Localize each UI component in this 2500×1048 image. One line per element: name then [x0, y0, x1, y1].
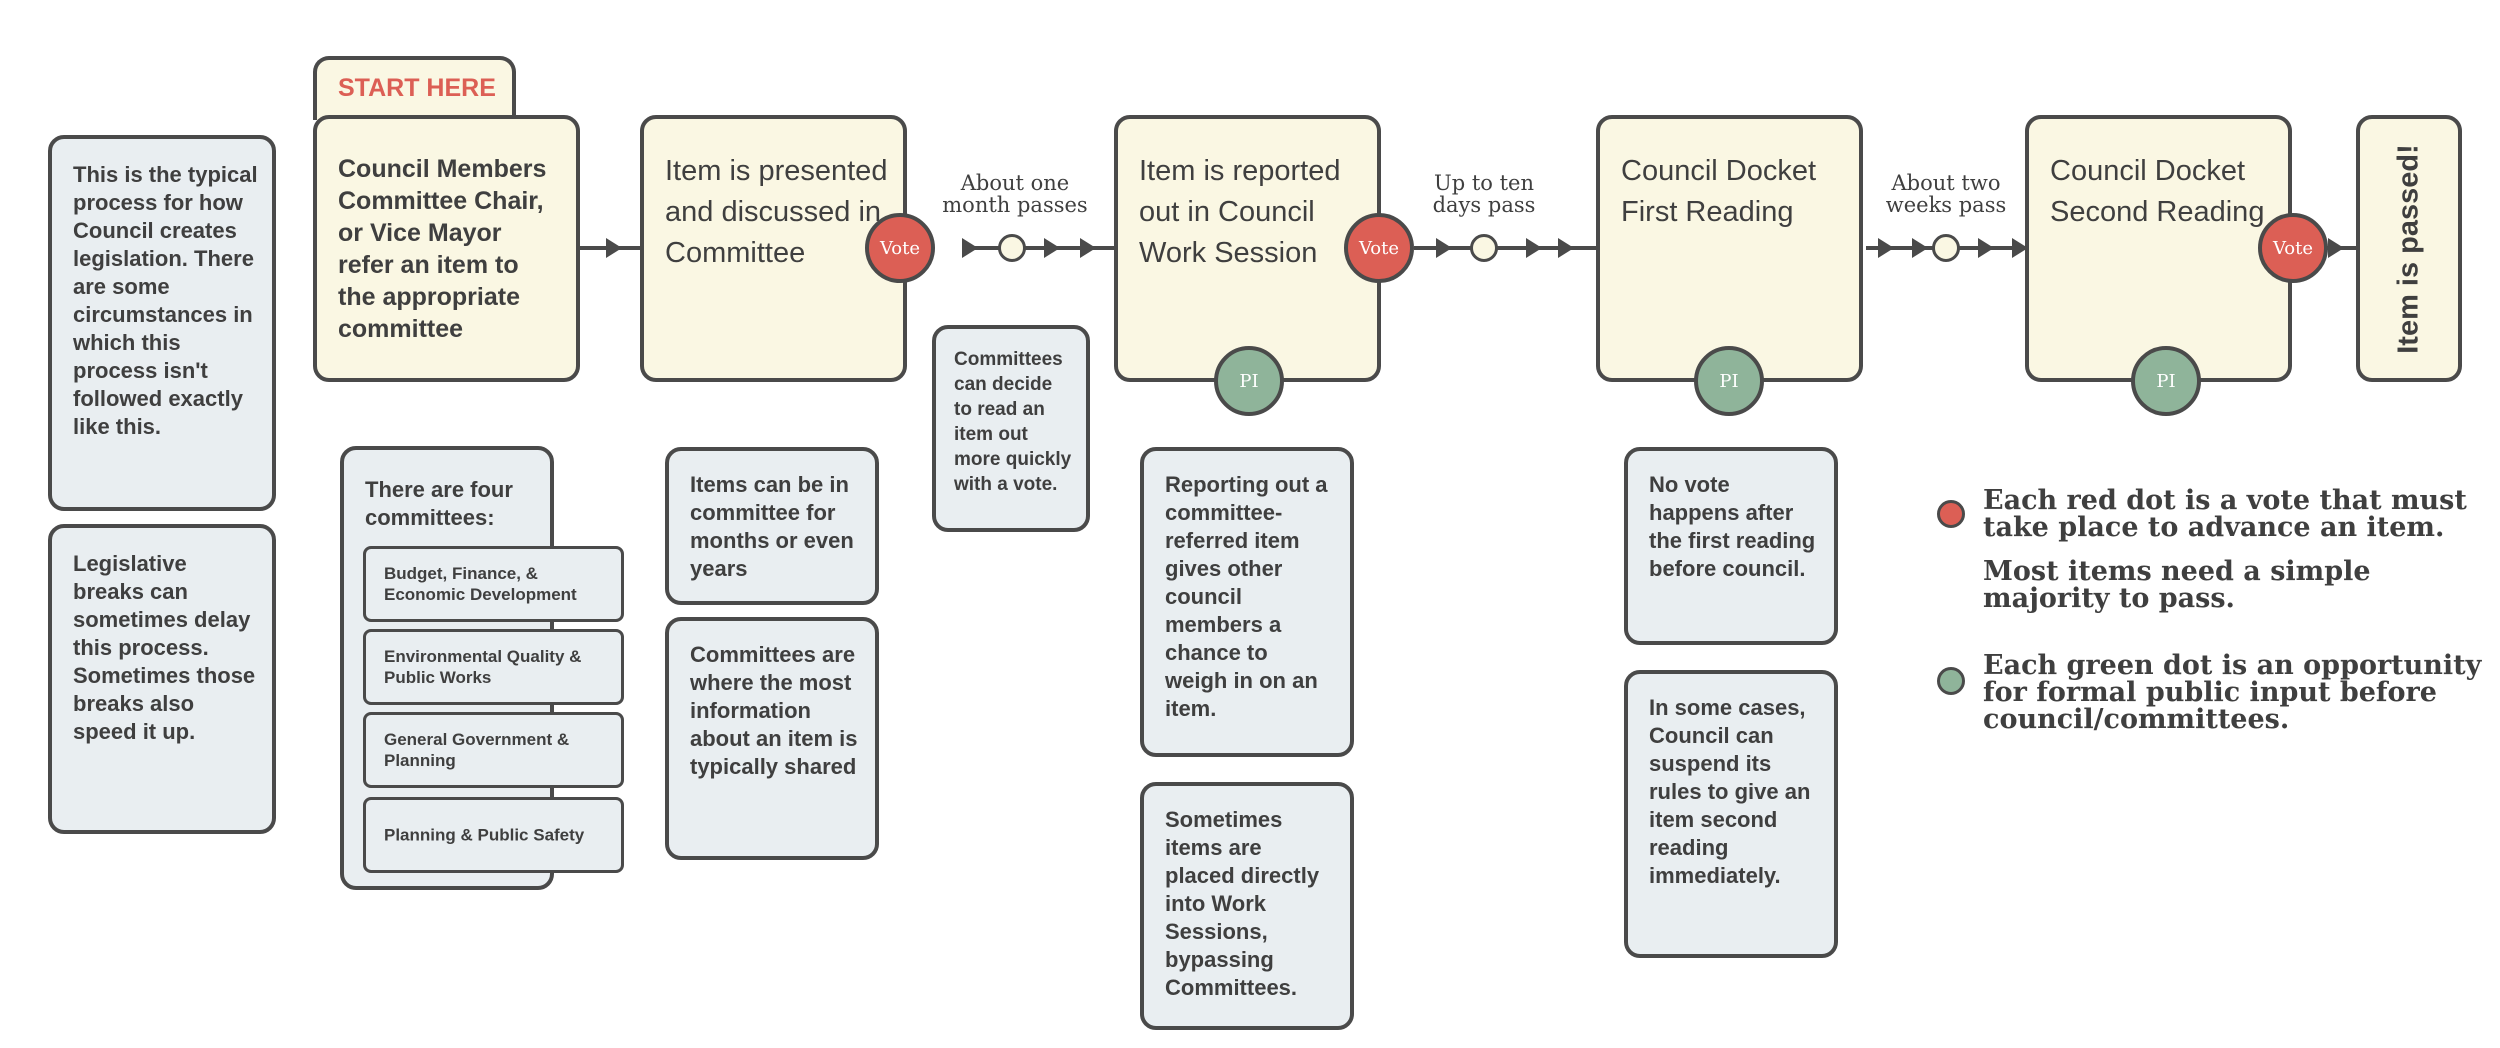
vote-label: Vote	[2272, 237, 2314, 259]
time-label-two-weeks: About two weeks pass	[1885, 171, 2007, 217]
vote-dot-committee: Vote	[865, 213, 935, 283]
note-directly-work-sessions-text: Sometimes items are placed directly into…	[1165, 807, 1320, 1000]
note-suspend-rules-text: In some cases, Council can suspend its r…	[1649, 695, 1811, 888]
note-months-or-years: Items can be in committee for months or …	[665, 447, 879, 605]
stage-committee-text: Item is presented and discussed in Commi…	[665, 155, 888, 269]
committee-item: Environmental Quality & Public Works	[363, 629, 624, 705]
note-most-information-text: Committees are where the most informatio…	[690, 642, 858, 779]
note-legislative-breaks-text: Legislative breaks can sometimes delay t…	[73, 551, 256, 744]
stage-second-reading: Council Docket Second Reading	[2025, 115, 2292, 382]
time-label-ten-days: Up to ten days pass	[1432, 171, 1536, 217]
start-here-label: START HERE	[338, 74, 496, 102]
committee-item: Budget, Finance, & Economic Development	[363, 546, 624, 622]
committee-name: Planning & Public Safety	[384, 825, 585, 845]
note-read-quickly: Committees can decide to read an item ou…	[932, 325, 1090, 532]
pi-label: PI	[1239, 370, 1259, 392]
stage-work-session: Item is reported out in Council Work Ses…	[1114, 115, 1381, 382]
pi-dot-first-reading: PI	[1694, 346, 1764, 416]
pi-dot-work-session: PI	[1214, 346, 1284, 416]
note-directly-work-sessions: Sometimes items are placed directly into…	[1140, 782, 1354, 1030]
note-months-or-years-text: Items can be in committee for months or …	[690, 472, 854, 581]
committee-item: Planning & Public Safety	[363, 797, 624, 873]
clock-icon	[1932, 234, 1960, 262]
pi-label: PI	[1719, 370, 1739, 392]
stage-committee: Item is presented and discussed in Commi…	[640, 115, 907, 382]
clock-icon	[998, 234, 1026, 262]
committee-item: General Government & Planning	[363, 712, 624, 788]
note-reporting-out: Reporting out a committee-referred item …	[1140, 447, 1354, 757]
note-typical-process: This is the typical process for how Coun…	[48, 135, 276, 511]
vote-label: Vote	[879, 237, 921, 259]
stage-referral-text: Council Members Committee Chair, or Vice…	[338, 155, 547, 343]
vote-dot-work-session: Vote	[1344, 213, 1414, 283]
note-no-vote-first-text: No vote happens after the first reading …	[1649, 472, 1816, 581]
legend-red-dot	[1937, 500, 1965, 528]
stage-second-reading-text: Council Docket Second Reading	[2050, 155, 2265, 228]
pi-label: PI	[2156, 370, 2176, 392]
item-passed-text: Item is passed!	[2392, 143, 2425, 354]
start-here-tab: START HERE	[313, 56, 516, 120]
legend-green-text: Each green dot is an opportunity for for…	[1983, 650, 2482, 735]
legend-red-text: Each red dot is a vote that must take pl…	[1983, 485, 2467, 543]
stage-item-passed: Item is passed!	[2356, 115, 2462, 382]
stage-work-session-text: Item is reported out in Council Work Ses…	[1139, 155, 1341, 269]
note-legislative-breaks: Legislative breaks can sometimes delay t…	[48, 524, 276, 834]
stage-first-reading-text: Council Docket First Reading	[1621, 155, 1817, 228]
clock-icon	[1470, 234, 1498, 262]
note-read-quickly-text: Committees can decide to read an item ou…	[954, 349, 1072, 495]
committee-name: General Government & Planning	[384, 730, 570, 770]
pi-dot-second-reading: PI	[2131, 346, 2201, 416]
note-four-committees-text: There are four committees:	[365, 477, 513, 530]
note-suspend-rules: In some cases, Council can suspend its r…	[1624, 670, 1838, 958]
note-no-vote-first: No vote happens after the first reading …	[1624, 447, 1838, 645]
note-reporting-out-text: Reporting out a committee-referred item …	[1165, 472, 1328, 721]
vote-dot-second-reading: Vote	[2258, 213, 2328, 283]
stage-first-reading: Council Docket First Reading	[1596, 115, 1863, 382]
note-most-information: Committees are where the most informatio…	[665, 617, 879, 860]
stage-referral: Council Members Committee Chair, or Vice…	[313, 115, 580, 382]
legend-green-dot	[1937, 667, 1965, 695]
committee-name: Environmental Quality & Public Works	[384, 647, 582, 687]
vote-label: Vote	[1358, 237, 1400, 259]
note-typical-process-text: This is the typical process for how Coun…	[73, 162, 258, 439]
time-label-one-month: About one month passes	[942, 171, 1088, 217]
legend-majority-text: Most items need a simple majority to pas…	[1983, 556, 2371, 614]
committee-name: Budget, Finance, & Economic Development	[384, 564, 577, 604]
